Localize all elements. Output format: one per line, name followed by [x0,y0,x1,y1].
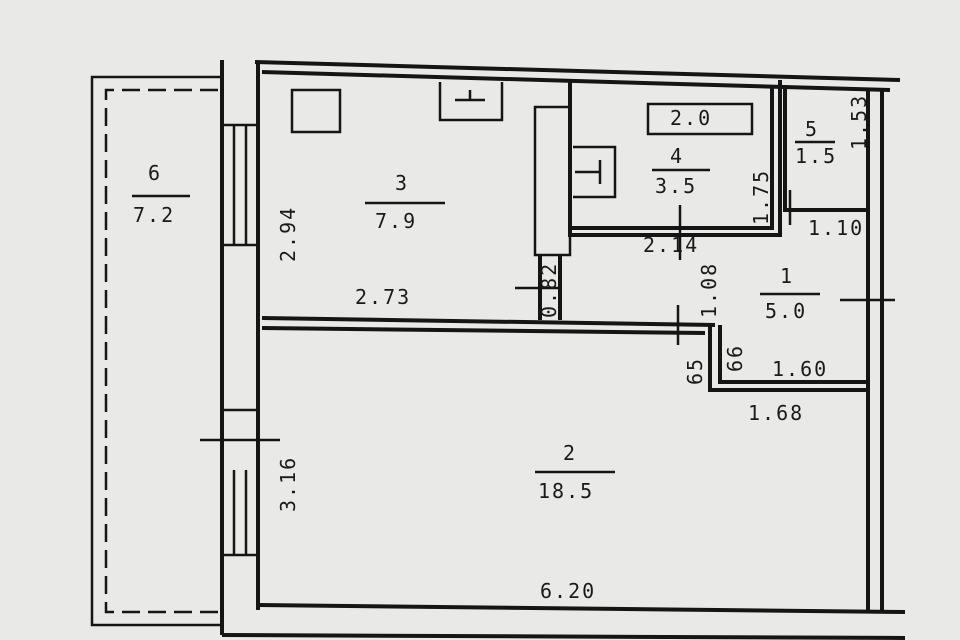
svg-text:2.0: 2.0 [670,106,712,130]
svg-text:1.68: 1.68 [748,401,804,425]
svg-text:5: 5 [805,117,819,141]
sink-icon-bath [573,145,617,199]
svg-text:1.08: 1.08 [697,262,721,318]
svg-text:1: 1 [780,264,794,288]
svg-text:3.16: 3.16 [276,456,300,512]
room-label-3: 3 7.9 [365,171,445,233]
room-label-6: 6 7.2 [132,161,190,227]
stove-icon [290,88,342,134]
interior-walls [261,80,895,392]
balcony-outline [90,75,222,627]
svg-text:0.82: 0.82 [537,262,561,318]
svg-text:2.94: 2.94 [276,206,300,262]
svg-text:18.5: 18.5 [538,479,594,503]
sink-icon-kitchen [438,82,504,122]
svg-text:6.20: 6.20 [540,579,596,603]
svg-text:1.53: 1.53 [847,94,871,150]
svg-text:7.2: 7.2 [133,203,175,227]
outer-walls [221,60,906,640]
fixtures [290,82,754,199]
bathtub-icon [646,102,754,136]
room-label-1: 1 5.0 [760,264,820,323]
svg-text:2: 2 [563,441,577,465]
svg-text:2.73: 2.73 [355,285,411,309]
svg-text:4: 4 [670,144,684,168]
svg-text:3: 3 [395,171,409,195]
svg-text:7.9: 7.9 [375,209,417,233]
room-label-4: 4 3.5 [652,144,710,198]
svg-text:1.10: 1.10 [808,216,864,240]
svg-text:1.5: 1.5 [795,144,837,168]
svg-text:6: 6 [148,161,162,185]
svg-text:65: 65 [683,357,707,385]
room-label-2: 2 18.5 [535,441,615,503]
svg-text:2.14: 2.14 [643,233,699,257]
svg-text:1.75: 1.75 [749,169,773,225]
room-label-5: 5 1.5 [795,117,837,168]
left-wall [200,60,280,635]
svg-text:5.0: 5.0 [765,299,807,323]
svg-text:3.5: 3.5 [655,174,697,198]
dimension-labels: 2.73 2.14 1.10 1.60 1.68 6.20 2.0 2.94 3… [276,94,871,603]
svg-text:1.60: 1.60 [772,357,828,381]
svg-text:66: 66 [723,344,747,372]
